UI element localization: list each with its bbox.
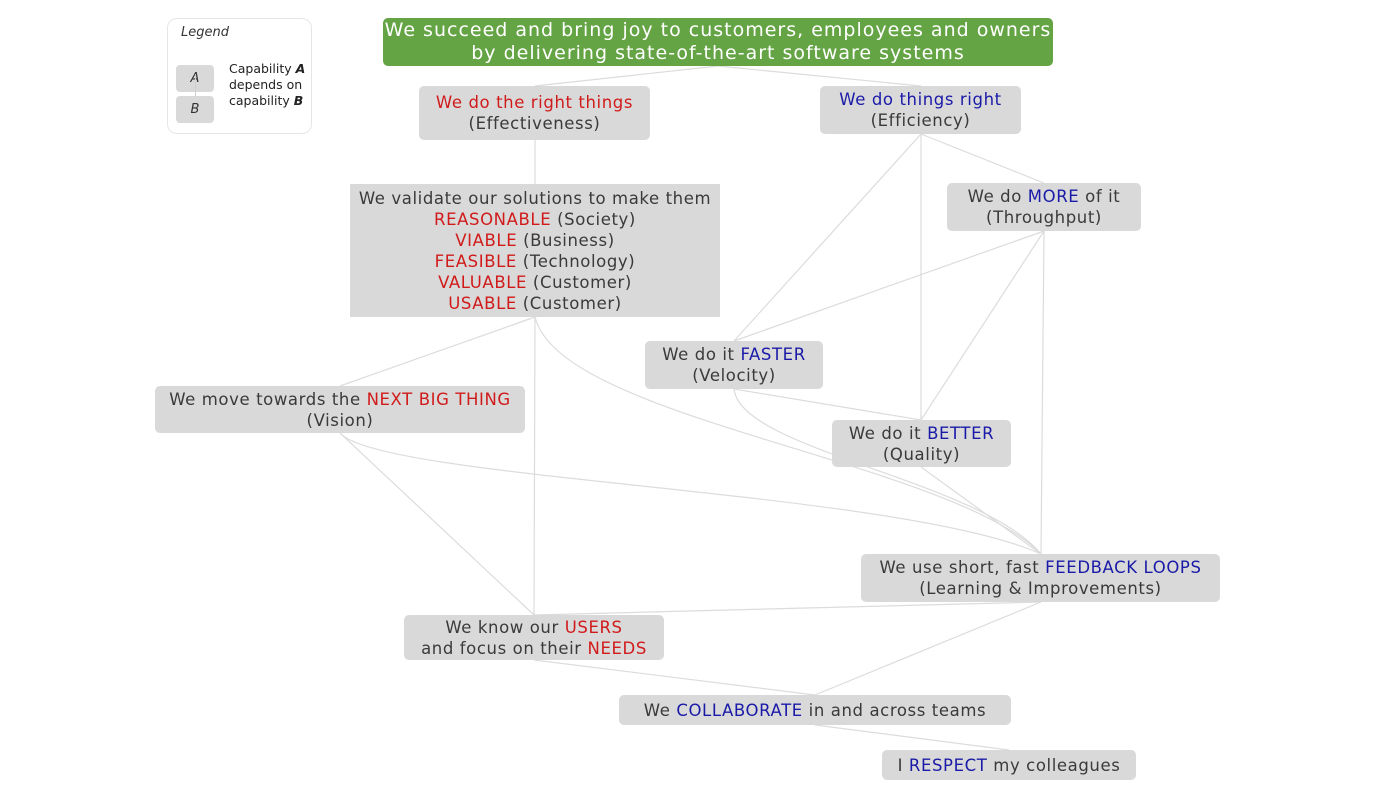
velocity-node: We do it FASTER (Velocity) <box>645 341 823 389</box>
edge-feedback-collaborate <box>814 601 1042 696</box>
edge-things-right-more <box>920 133 1045 184</box>
edge-better-feedback <box>920 466 1042 555</box>
legend-link <box>195 74 196 96</box>
edge-next-big-thing-users <box>339 432 535 616</box>
effectiveness-node: We do the right things (Effectiveness) <box>419 86 650 140</box>
collaborate-node: We COLLABORATE in and across teams <box>619 695 1011 725</box>
edge-more-feedback <box>1040 230 1045 555</box>
goal-node: We succeed and bring joy to customers, e… <box>383 18 1053 66</box>
validate-item-viable: VIABLE (Business) <box>455 230 615 250</box>
validate-item-feasible: FEASIBLE (Technology) <box>434 251 636 271</box>
throughput-node: We do MORE of it (Throughput) <box>947 183 1141 231</box>
legend-node-b: B <box>176 96 214 123</box>
efficiency-node: We do things right (Efficiency) <box>820 86 1021 134</box>
edge-goal-things-right <box>717 65 922 87</box>
users-needs-node: We know our USERS and focus on their NEE… <box>404 615 664 660</box>
edge-more-better <box>920 230 1045 421</box>
edge-next-big-thing-feedback <box>339 432 1042 555</box>
edge-things-right-faster <box>733 133 922 342</box>
edge-validate-users <box>533 316 536 616</box>
validate-item-reasonable: REASONABLE (Society) <box>434 209 636 229</box>
edge-more-faster <box>733 230 1045 342</box>
validate-node: We validate our solutions to make them R… <box>350 184 720 317</box>
edge-validate-next-big-thing <box>339 316 536 387</box>
feedback-loops-node: We use short, fast FEEDBACK LOOPS (Learn… <box>861 554 1220 602</box>
edge-collaborate-respect <box>814 724 1010 751</box>
edge-validate-feedback <box>534 316 1042 555</box>
edge-goal-right-things <box>534 65 719 87</box>
validate-item-usable: USABLE (Customer) <box>448 293 622 313</box>
respect-node: I RESPECT my colleagues <box>882 750 1136 780</box>
edge-faster-feedback <box>733 388 1042 555</box>
edge-users-collaborate <box>533 659 816 696</box>
legend-box: Legend A B Capability A depends on capab… <box>167 18 312 134</box>
edge-faster-better <box>733 388 922 421</box>
legend-description: Capability A depends on capability B <box>229 61 306 108</box>
vision-node: We move towards the NEXT BIG THING (Visi… <box>155 386 525 433</box>
legend-title: Legend <box>181 25 229 40</box>
validate-item-valuable: VALUABLE (Customer) <box>438 272 632 292</box>
quality-node: We do it BETTER (Quality) <box>832 420 1011 467</box>
edge-feedback-users <box>533 601 1042 616</box>
